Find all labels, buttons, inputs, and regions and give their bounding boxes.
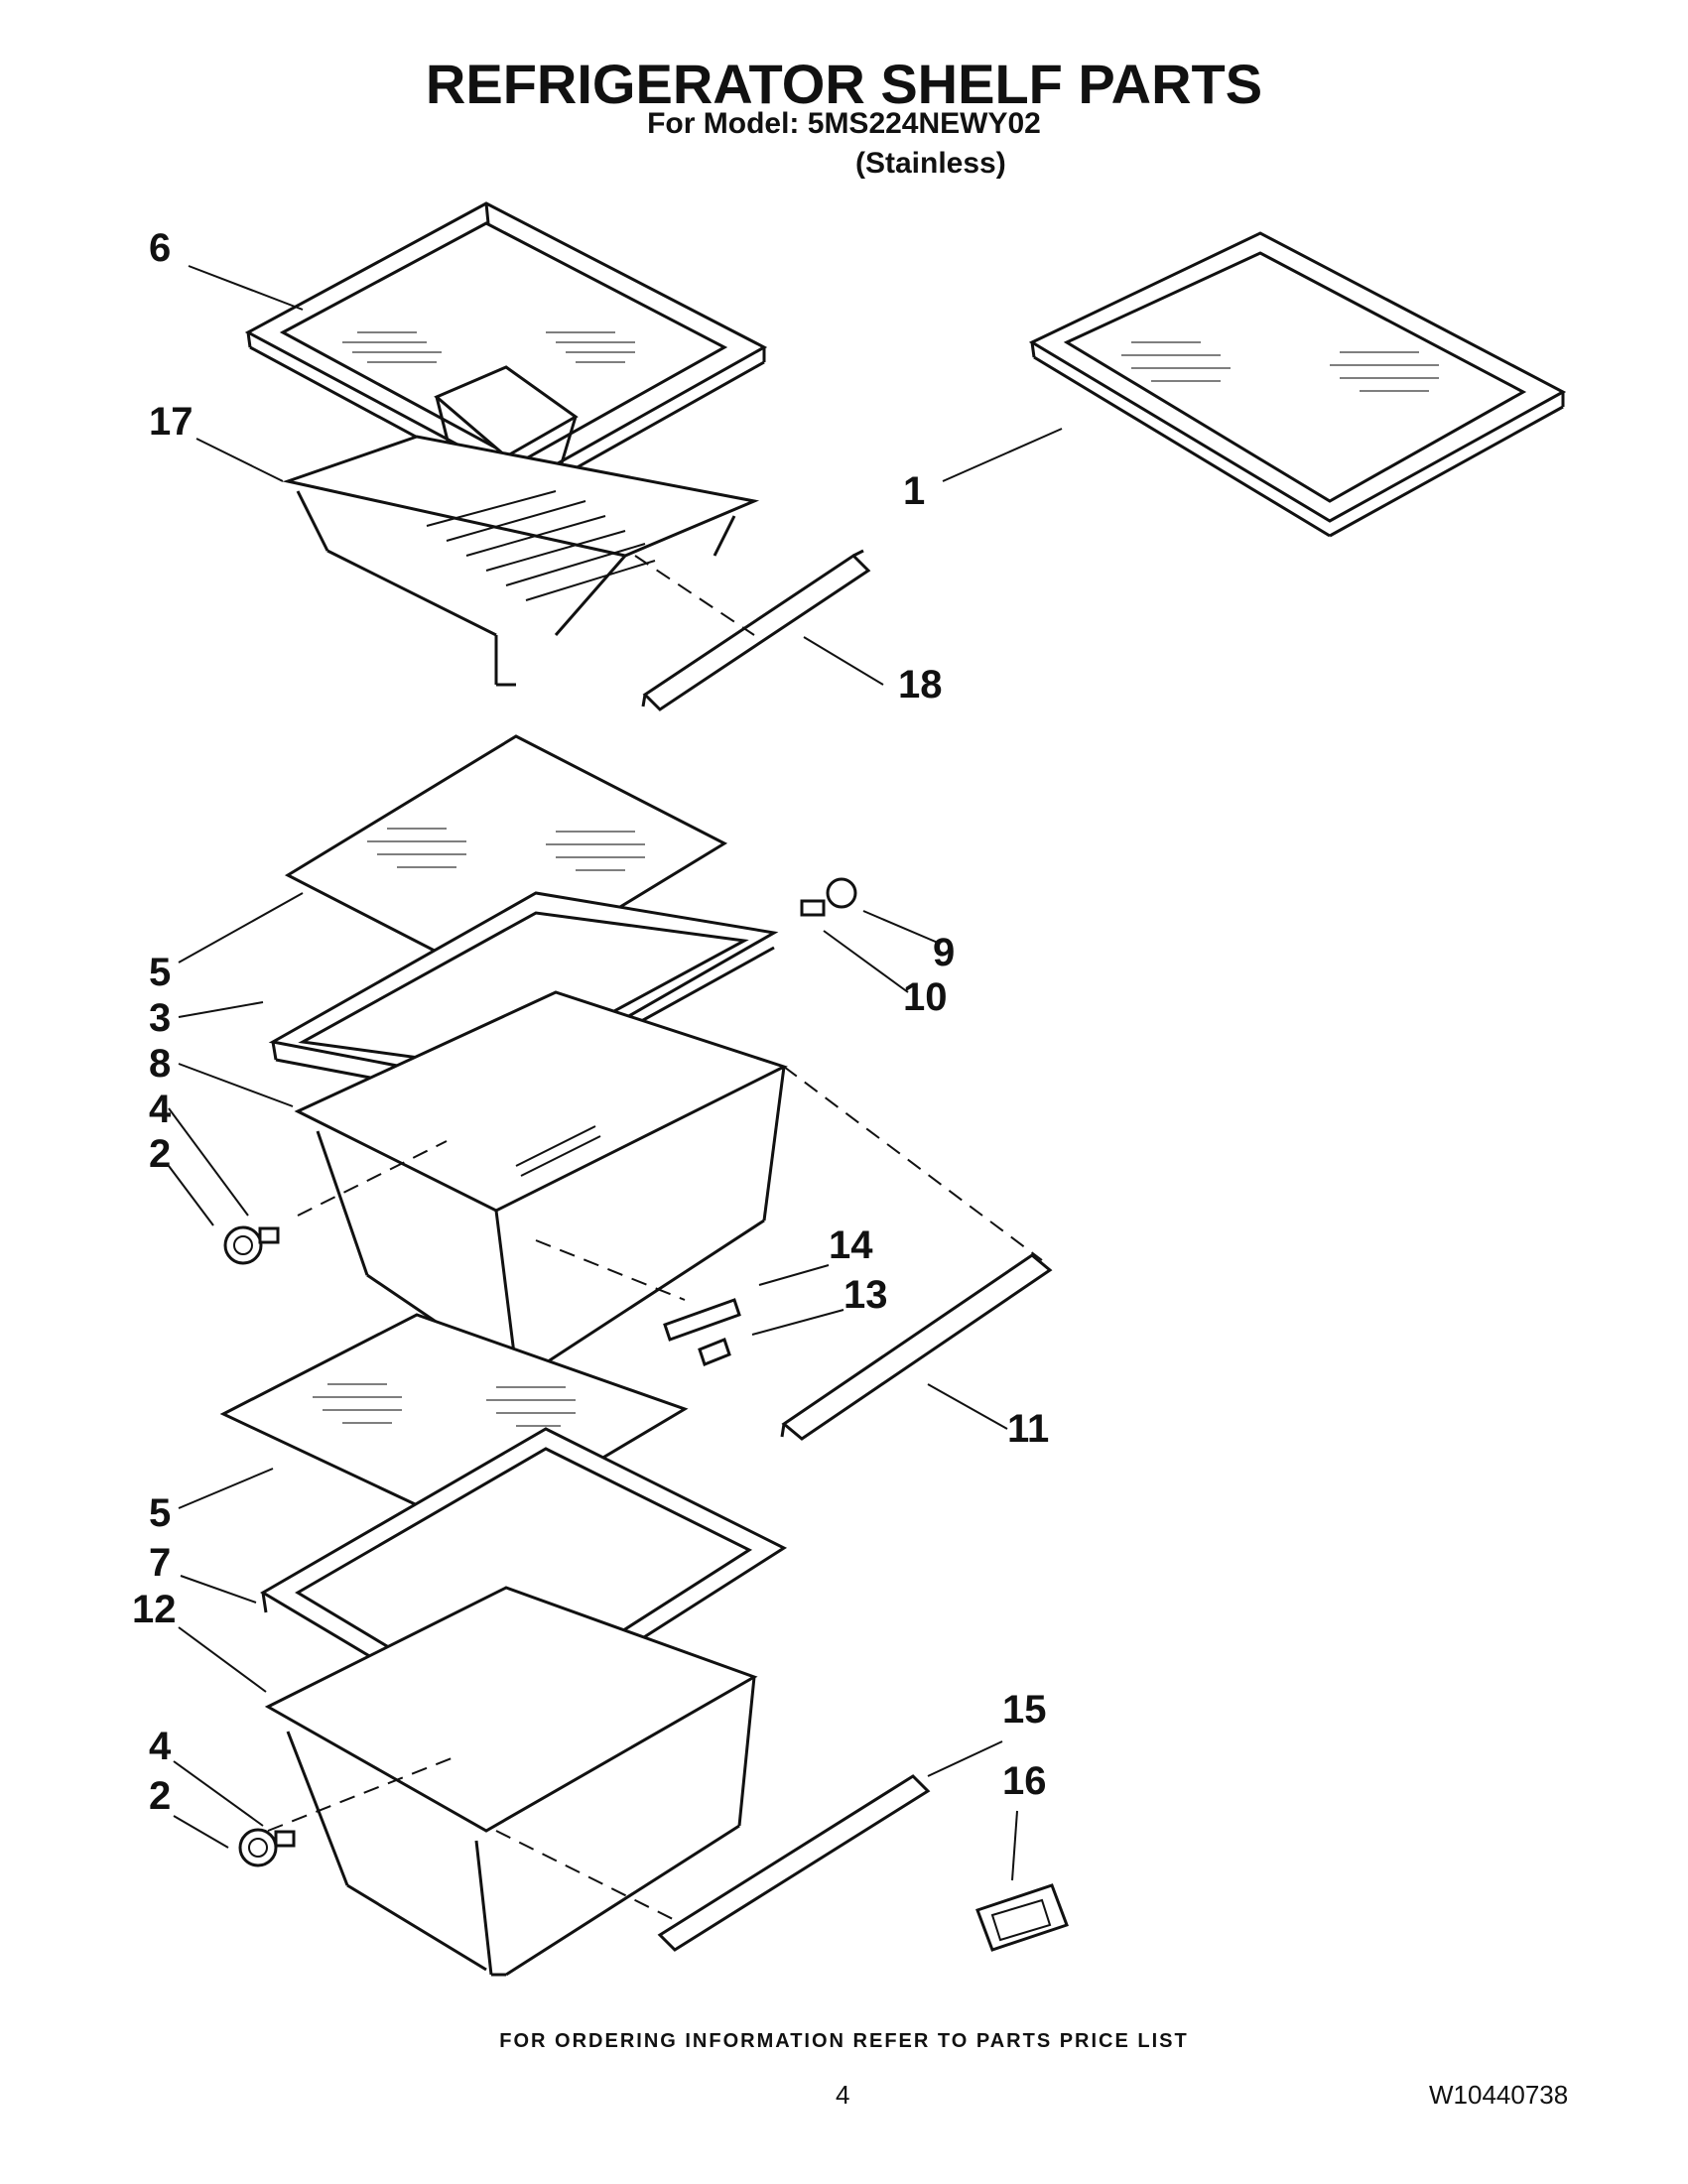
model-line: For Model: 5MS224NEWY02 — [647, 107, 1041, 140]
part-9-10-knob — [800, 877, 857, 917]
callout-18: 18 — [898, 663, 943, 707]
part-2-4-knob-lower — [238, 1828, 296, 1867]
page-title: REFRIGERATOR SHELF PARTS — [425, 53, 1263, 115]
part-8-drawer — [294, 990, 788, 1371]
callout-5-lower: 5 — [149, 1491, 172, 1535]
callout-15: 15 — [1002, 1688, 1047, 1732]
part-17-pan — [282, 435, 760, 687]
document-number: W10440738 — [1429, 2080, 1569, 2110]
leader-lines — [168, 265, 1063, 1881]
callout-11: 11 — [1007, 1407, 1050, 1451]
ordering-footer: FOR ORDERING INFORMATION REFER TO PARTS … — [499, 2030, 1189, 2052]
part-11-rail — [780, 1253, 1053, 1441]
part-13-14-clips — [663, 1298, 741, 1366]
callout-2-upper: 2 — [149, 1132, 172, 1176]
part-16-clip — [975, 1883, 1069, 1952]
callout-4-lower: 4 — [149, 1725, 172, 1768]
callout-2-lower: 2 — [149, 1774, 172, 1818]
callout-14: 14 — [829, 1223, 873, 1267]
part-1-shelf — [1028, 231, 1567, 538]
part-15-rail — [657, 1774, 931, 1952]
callout-10: 10 — [903, 975, 948, 1019]
callout-7: 7 — [149, 1541, 172, 1585]
part-5-glass-lower — [219, 1313, 689, 1535]
callout-3: 3 — [149, 996, 172, 1040]
part-18-rail — [641, 549, 871, 711]
callout-5-upper: 5 — [149, 951, 172, 994]
page-number: 4 — [836, 2080, 850, 2110]
callout-12: 12 — [132, 1588, 177, 1631]
callout-8: 8 — [149, 1042, 172, 1086]
callout-1: 1 — [903, 469, 926, 513]
callout-4-upper: 4 — [149, 1088, 172, 1131]
part-2-4-knob-upper — [223, 1225, 280, 1265]
callout-16: 16 — [1002, 1759, 1047, 1803]
callout-17: 17 — [149, 400, 194, 444]
callout-6: 6 — [149, 226, 172, 270]
callout-9: 9 — [933, 931, 956, 974]
callout-13: 13 — [844, 1273, 888, 1317]
part-12-drawer — [264, 1586, 758, 1977]
part-6-shelf-frame — [244, 201, 768, 498]
finish-label: (Stainless) — [855, 147, 1006, 180]
part-5-glass-upper — [284, 734, 728, 984]
